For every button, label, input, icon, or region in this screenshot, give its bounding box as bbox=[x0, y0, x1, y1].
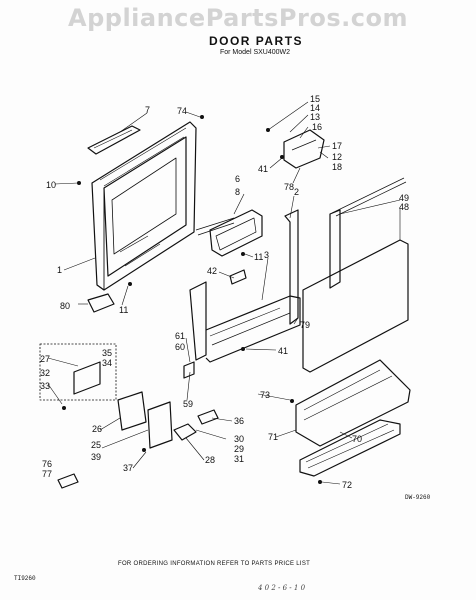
ordering-footer: FOR ORDERING INFORMATION REFER TO PARTS … bbox=[118, 561, 311, 567]
callout-48: 48 bbox=[399, 202, 409, 212]
hinge-assembly bbox=[283, 129, 325, 169]
callout-6: 6 bbox=[235, 174, 240, 184]
watermark: AppliancePartsPros.com bbox=[68, 4, 408, 32]
callout-39: 39 bbox=[91, 452, 101, 462]
callout-60: 60 bbox=[175, 342, 185, 352]
callout-10: 10 bbox=[46, 180, 56, 190]
callout-41-lower: 41 bbox=[278, 346, 288, 356]
callout-31: 31 bbox=[234, 454, 244, 464]
callout-1: 1 bbox=[57, 265, 62, 275]
diagram-code: DW-9260 bbox=[405, 494, 431, 501]
callout-61: 61 bbox=[175, 331, 185, 341]
toe-panel bbox=[295, 359, 411, 447]
callout-30: 30 bbox=[234, 434, 244, 444]
callout-29: 29 bbox=[234, 444, 244, 454]
callout-11-upper: 11 bbox=[254, 252, 263, 262]
callout-32: 32 bbox=[40, 368, 50, 378]
callout-7: 7 bbox=[145, 105, 150, 115]
handwritten-note: 4 0 2 - 6 - 1 0 bbox=[258, 584, 306, 592]
side-code: TI9260 bbox=[14, 575, 36, 582]
callout-41-upper: 41 bbox=[258, 164, 268, 174]
callout-78: 78 bbox=[284, 182, 294, 192]
door-trim-strip bbox=[329, 209, 341, 289]
latch-bracket bbox=[209, 209, 263, 257]
callout-26: 26 bbox=[92, 424, 102, 434]
callout-76: 76 bbox=[42, 459, 52, 469]
door-handle bbox=[87, 125, 141, 155]
callout-74: 74 bbox=[177, 106, 187, 116]
callout-15: 15 bbox=[310, 94, 320, 104]
callout-18: 18 bbox=[332, 162, 342, 172]
callout-42: 42 bbox=[207, 266, 217, 276]
callout-71: 71 bbox=[268, 432, 278, 442]
callout-16: 16 bbox=[312, 122, 322, 132]
latch-box bbox=[117, 391, 147, 431]
callout-27: 27 bbox=[40, 354, 50, 364]
door-front-panel bbox=[302, 239, 409, 373]
callout-77: 77 bbox=[42, 469, 52, 479]
callout-8: 8 bbox=[235, 187, 240, 197]
callout-37: 37 bbox=[123, 463, 133, 473]
callout-28: 28 bbox=[205, 455, 215, 465]
lower-grille bbox=[299, 419, 401, 477]
callout-59: 59 bbox=[183, 399, 193, 409]
callout-3: 3 bbox=[264, 250, 269, 260]
callout-25: 25 bbox=[91, 440, 101, 450]
callout-70: 70 bbox=[352, 434, 362, 444]
model-subtitle: For Model SXU400W2 bbox=[219, 49, 291, 56]
callout-36: 36 bbox=[234, 416, 244, 426]
callout-13: 13 bbox=[310, 112, 320, 122]
callout-72: 72 bbox=[342, 480, 352, 490]
detail-box bbox=[39, 343, 117, 401]
callout-79: 79 bbox=[300, 320, 310, 330]
diagram-title: DOOR PARTS bbox=[208, 34, 304, 48]
callout-34: 34 bbox=[102, 358, 112, 368]
small-clip-76 bbox=[57, 473, 79, 489]
outer-door-frame bbox=[189, 281, 207, 361]
callout-17: 17 bbox=[332, 141, 342, 151]
callout-80: 80 bbox=[60, 301, 70, 311]
callout-73: 73 bbox=[260, 390, 270, 400]
latch-frame bbox=[147, 401, 173, 449]
callout-2: 2 bbox=[294, 187, 299, 197]
callout-49: 49 bbox=[399, 193, 409, 203]
bracket-80 bbox=[87, 293, 115, 313]
callout-33: 33 bbox=[40, 381, 50, 391]
callout-35: 35 bbox=[102, 348, 112, 358]
callout-12: 12 bbox=[332, 152, 342, 162]
callout-14: 14 bbox=[310, 103, 320, 113]
callout-11-lower: 11 bbox=[119, 305, 128, 315]
